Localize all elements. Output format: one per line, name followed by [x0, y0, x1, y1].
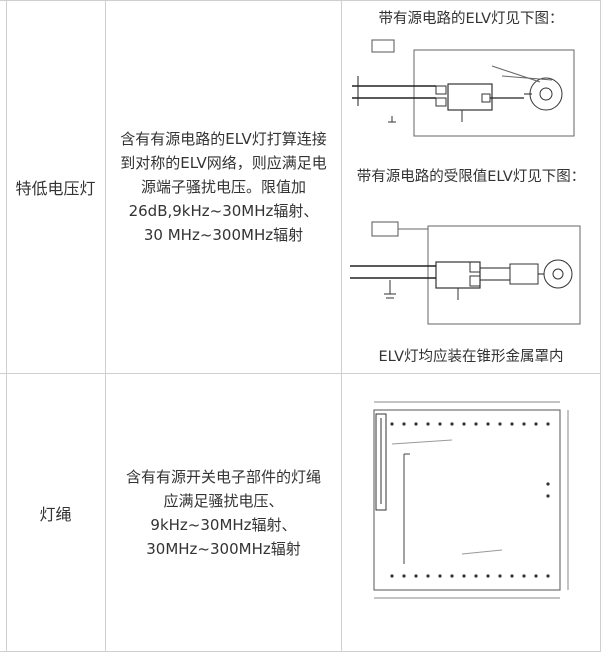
description-text: 含有有源电路的ELV灯打算连接到对称的ELV网络，则应满足电源端子骚扰电压。限值…	[120, 130, 327, 244]
table-row: 特低电压灯	[6, 1, 105, 373]
table-border-top	[0, 0, 601, 1]
column-divider-1	[105, 0, 106, 652]
elv-restricted-circuit-diagram	[350, 221, 581, 325]
description-cell: 含有有源电路的ELV灯打算连接到对称的ELV网络，则应满足电源端子骚扰电压。限值…	[106, 1, 341, 373]
description-cell: 含有有源开关电子部件的灯绳应满足骚扰电压、9kHz~30MHz辐射、30MHz~…	[106, 374, 341, 651]
table-border-left	[6, 0, 7, 652]
table-row: 灯绳	[6, 374, 105, 651]
column-divider-2	[341, 0, 342, 652]
light-rope-test-layout-diagram	[373, 401, 569, 599]
figure-caption-elv-active: 带有源电路的ELV灯见下图：	[378, 11, 564, 27]
elv-active-circuit-diagram	[352, 39, 575, 137]
description-text: 含有有源开关电子部件的灯绳应满足骚扰电压、9kHz~30MHz辐射、30MHz~…	[125, 467, 321, 558]
category-cell: 灯绳	[39, 504, 72, 524]
row-divider	[0, 373, 601, 374]
category-cell: 特低电压灯	[15, 179, 96, 198]
figure-note-metal-cone: ELV灯均应装在锥形金属罩内	[378, 349, 564, 365]
figure-caption-elv-restricted: 带有源电路的受限值ELV灯见下图：	[356, 169, 586, 185]
